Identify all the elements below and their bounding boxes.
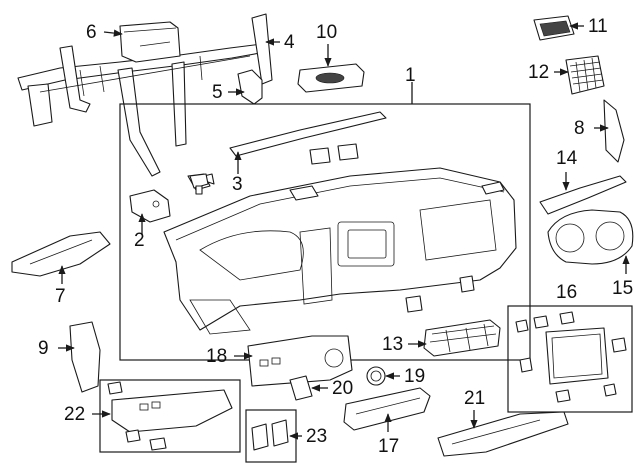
part-14-garnish-trim bbox=[539, 175, 627, 215]
callout-7: 7 bbox=[55, 286, 66, 307]
callout-17: 17 bbox=[378, 436, 399, 457]
part-19-ring bbox=[366, 366, 386, 386]
part-bolt bbox=[189, 173, 209, 195]
part-22-lower-panel bbox=[99, 379, 241, 453]
callout-21: 21 bbox=[464, 388, 485, 409]
part-2-bracket bbox=[129, 189, 171, 223]
callout-6: 6 bbox=[86, 22, 97, 43]
part-3-upper-garnish bbox=[229, 111, 387, 157]
part-6-module bbox=[119, 21, 181, 63]
callout-12: 12 bbox=[528, 62, 549, 83]
callout-22: 22 bbox=[64, 404, 85, 425]
part-16-center-display bbox=[507, 305, 633, 413]
part-11-vent-cover bbox=[533, 15, 575, 41]
part-5-clip bbox=[237, 69, 263, 105]
callout-10: 10 bbox=[316, 22, 337, 43]
part-8-side-cover bbox=[603, 99, 625, 163]
part-23-clips bbox=[245, 409, 297, 463]
part-17-lower-bracket bbox=[343, 387, 431, 431]
callout-18: 18 bbox=[206, 346, 227, 367]
part-4-reinforcement-beam bbox=[17, 13, 273, 177]
part-15-meter-cluster bbox=[547, 209, 634, 265]
callout-9: 9 bbox=[38, 338, 49, 359]
part-7-duct bbox=[11, 231, 111, 277]
part-18-panel bbox=[247, 335, 353, 387]
callout-11: 11 bbox=[588, 16, 608, 37]
callout-5: 5 bbox=[212, 82, 223, 103]
part-12-vent-grille bbox=[565, 55, 605, 95]
callout-labels: 1 2 3 4 5 6 7 8 9 10 11 12 13 14 15 16 1… bbox=[38, 16, 633, 457]
callout-3: 3 bbox=[232, 174, 243, 195]
callout-14: 14 bbox=[556, 148, 578, 169]
callout-15: 15 bbox=[612, 278, 633, 299]
callout-4: 4 bbox=[284, 32, 295, 53]
callout-19: 19 bbox=[404, 366, 425, 387]
callout-13: 13 bbox=[382, 334, 403, 355]
part-9-end-cap bbox=[69, 321, 101, 393]
callout-20: 20 bbox=[332, 378, 353, 399]
callout-16: 16 bbox=[556, 282, 577, 303]
callout-8: 8 bbox=[574, 118, 585, 139]
callout-2: 2 bbox=[134, 230, 145, 251]
callout-1: 1 bbox=[405, 65, 416, 86]
callout-23: 23 bbox=[306, 426, 327, 447]
part-10-switch-panel bbox=[297, 63, 365, 93]
part-21-lower-duct bbox=[437, 411, 569, 457]
part-13-switch-assembly bbox=[423, 319, 501, 357]
part-20-clip bbox=[289, 375, 313, 401]
leader-lines bbox=[58, 22, 630, 440]
part-1-instrument-panel bbox=[119, 103, 531, 361]
